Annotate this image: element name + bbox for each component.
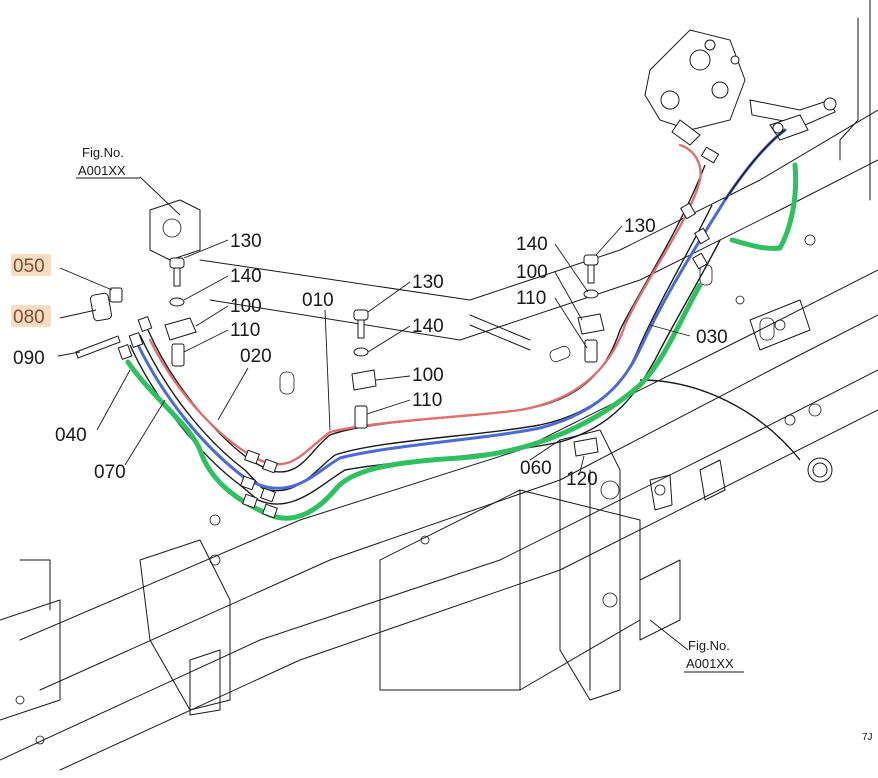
label-040: 040 <box>55 425 87 446</box>
part-number-labels: 050 080 090 040 070 020 010 130 140 100 … <box>11 216 728 490</box>
leader-lines <box>57 176 691 651</box>
washer-140-center <box>353 347 369 357</box>
hose-020 <box>139 204 713 492</box>
label-020: 020 <box>240 346 272 367</box>
clamp-100-center <box>351 369 377 391</box>
figure-ref-top-line1: Fig.No. <box>82 145 124 160</box>
washer-140-right <box>583 289 599 299</box>
highlight-050 <box>11 254 51 276</box>
label-130-left: 130 <box>230 231 262 252</box>
bolt-130-center <box>353 309 369 321</box>
figure-ref-bottom-line1: Fig.No. <box>688 638 730 653</box>
bolt-130-right <box>583 254 599 266</box>
fitting-080 <box>90 292 112 322</box>
figure-ref-top-line2: A001XX <box>78 163 126 178</box>
page-code: 7J <box>862 732 873 743</box>
bolt-130-left <box>169 257 185 269</box>
figure-reference-top: Fig.No. A001XX <box>76 145 140 179</box>
control-valve-assembly <box>644 29 837 146</box>
label-110-right: 110 <box>516 288 546 309</box>
fitting-090 <box>75 335 121 359</box>
figure-ref-bottom-line2: A001XX <box>686 656 734 671</box>
label-140-right: 140 <box>516 234 548 255</box>
label-070: 070 <box>94 462 126 483</box>
label-080: 080 <box>13 307 45 328</box>
spacer-110-left <box>171 343 185 367</box>
spacer-110-right <box>584 339 598 363</box>
fitting-050 <box>109 287 123 303</box>
label-140-left: 140 <box>230 266 262 287</box>
hose-blue-extension <box>724 129 786 201</box>
hose-green-overlay <box>125 282 703 521</box>
hose-fittings <box>75 122 833 519</box>
label-100-center: 100 <box>412 365 444 386</box>
label-130-right: 130 <box>624 216 656 237</box>
hose-green-overlay-right <box>729 162 799 251</box>
label-090: 090 <box>13 348 45 369</box>
label-100-left: 100 <box>230 296 262 317</box>
label-110-center: 110 <box>412 390 442 411</box>
clamp-hardware <box>164 254 605 457</box>
label-120: 120 <box>566 469 598 490</box>
figure-reference-bottom: Fig.No. A001XX <box>684 638 744 673</box>
label-030: 030 <box>696 327 728 348</box>
label-010: 010 <box>302 290 334 311</box>
clamp-100-right <box>577 313 605 335</box>
label-110-left: 110 <box>230 320 260 341</box>
label-140-center: 140 <box>412 316 444 337</box>
highlight-080 <box>11 305 51 327</box>
label-060: 060 <box>520 458 552 479</box>
spacer-110-center <box>354 405 368 429</box>
label-130-center: 130 <box>412 272 444 293</box>
clip-120 <box>573 437 599 457</box>
label-050: 050 <box>13 256 45 277</box>
label-100-right: 100 <box>516 262 548 283</box>
washer-140-left <box>169 297 185 307</box>
clamp-100-left <box>164 317 197 341</box>
hose-060-line <box>639 379 801 461</box>
